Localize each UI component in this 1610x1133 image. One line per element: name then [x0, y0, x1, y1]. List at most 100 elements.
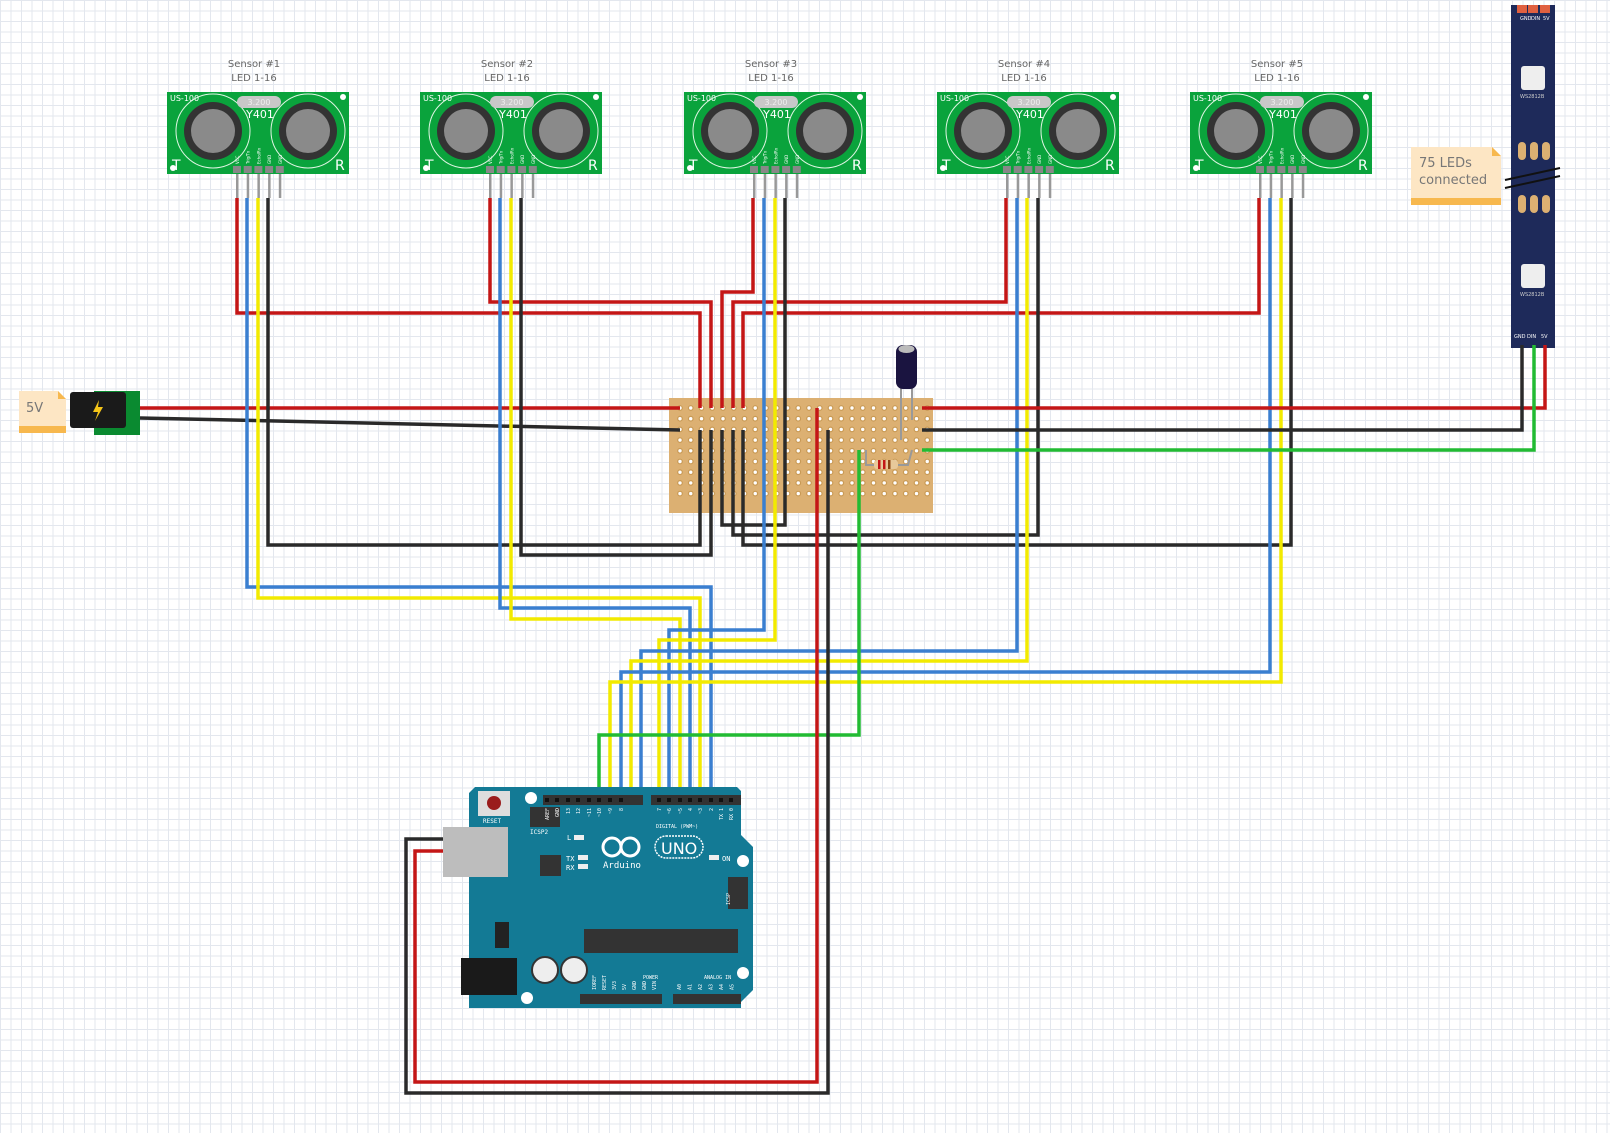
- digital-pin-label: 7: [657, 808, 663, 811]
- sensor-pin: [1027, 174, 1030, 198]
- wire-sensor3-echo[interactable]: [657, 198, 777, 798]
- led-l-label: L: [567, 834, 571, 842]
- receive-mark: R: [1358, 158, 1368, 174]
- wires: [139, 198, 1547, 1095]
- header-pin[interactable]: [667, 798, 671, 802]
- header-pin[interactable]: [597, 798, 601, 802]
- arduino-uno[interactable]: RESET ICSP2 L TX RX ON Arduino UNO DIGIT…: [443, 787, 753, 1008]
- wire-led-data[interactable]: [597, 450, 861, 798]
- perfboard-hole: [687, 469, 694, 476]
- perfboard-hole: [752, 469, 759, 476]
- perfboard-hole: [795, 405, 802, 411]
- sensor-pin: [510, 174, 513, 198]
- perfboard-hole: [838, 437, 845, 444]
- wire-sensor3-trig[interactable]: [667, 198, 766, 798]
- wire-sensor3-gnd[interactable]: [720, 198, 787, 527]
- led-pin-gnd: GND: [1520, 16, 1532, 22]
- wire-sensor1-echo[interactable]: [256, 198, 702, 798]
- header-pin[interactable]: [719, 798, 723, 802]
- header-pin[interactable]: [587, 798, 591, 802]
- header-pin[interactable]: [709, 798, 713, 802]
- header-pin[interactable]: [688, 798, 692, 802]
- led-strip[interactable]: GND DIN 5V WS2812B WS2812B GND DIN 5V: [1504, 5, 1561, 348]
- header-pin[interactable]: [566, 798, 570, 802]
- perfboard-hole: [752, 458, 759, 465]
- header-pin[interactable]: [545, 798, 549, 802]
- wire-sensor3-vcc[interactable]: [720, 198, 755, 408]
- sensor-pin: [1048, 174, 1052, 198]
- arduino-logo-icon: [601, 836, 641, 858]
- wire-sensor2-vcc[interactable]: [488, 198, 713, 408]
- header-pin[interactable]: [619, 798, 623, 802]
- header-pin[interactable]: [729, 798, 733, 802]
- perfboard-hole: [913, 405, 920, 411]
- wire-sensor4-vcc[interactable]: [731, 198, 1008, 408]
- header-pin[interactable]: [678, 798, 682, 802]
- sensor-pad: [486, 166, 494, 173]
- note-5v[interactable]: 5V: [19, 391, 66, 433]
- header-pin[interactable]: [698, 798, 702, 802]
- crystal: [754, 96, 798, 108]
- wire-arduino-gnd[interactable]: [404, 430, 830, 1095]
- perfboard-hole: [795, 469, 802, 476]
- led-pin-5v: 5V: [1541, 334, 1548, 340]
- resistor[interactable]: [865, 449, 913, 469]
- led-pin-din: DIN: [1531, 16, 1540, 22]
- wire-sensor5-echo[interactable]: [608, 198, 1283, 798]
- perfboard-hole: [687, 480, 694, 486]
- header-pin[interactable]: [657, 798, 661, 802]
- wire-sensor2-echo[interactable]: [509, 198, 682, 798]
- wire-sensor4-gnd[interactable]: [731, 198, 1040, 537]
- wire-sensor5-vcc[interactable]: [741, 198, 1261, 408]
- capacitor[interactable]: [896, 345, 917, 440]
- led-chip-label: WS2812B: [1520, 94, 1545, 100]
- sensor-subtitle: LED 1-16: [484, 73, 529, 84]
- model-label: UNO: [661, 839, 697, 858]
- perfboard-hole: [913, 426, 920, 433]
- perfboard-hole: [698, 415, 705, 422]
- power-pin-label: IOREF: [592, 975, 598, 990]
- header-pin[interactable]: [555, 798, 559, 802]
- header-pin[interactable]: [576, 798, 580, 802]
- wire-strip-5v[interactable]: [922, 345, 1547, 410]
- digital-pin-label: ~3: [698, 808, 704, 814]
- perfboard-hole: [892, 490, 898, 497]
- perfboard-hole: [870, 447, 877, 454]
- wire-sensor1-trig[interactable]: [245, 198, 713, 798]
- wire-arduino-5v[interactable]: [413, 408, 819, 1084]
- sensor-pad: [233, 166, 241, 173]
- wire-sensor2-gnd[interactable]: [519, 198, 713, 557]
- sensor-subtitle: LED 1-16: [231, 73, 276, 84]
- wire-sensor1-vcc[interactable]: [235, 198, 702, 408]
- digital-label: DIGITAL (PWM~): [656, 824, 698, 830]
- perfboard-hole: [677, 447, 683, 454]
- wire-sensor1-gnd[interactable]: [266, 198, 702, 547]
- icsp-label: ICSP: [726, 893, 732, 905]
- sensor-pin: [236, 174, 239, 198]
- sensor-pin-label: Trig/Tx: [1269, 150, 1274, 165]
- transducer-ring: [1198, 93, 1274, 169]
- wire-strip-din[interactable]: [922, 345, 1536, 452]
- digital-pin-label: 2: [709, 808, 715, 811]
- perfboard-hole: [730, 415, 737, 422]
- sensor-pad: [275, 166, 284, 173]
- crystal-label: 3.200: [765, 98, 788, 107]
- perfboard-hole: [806, 405, 812, 411]
- perfboard[interactable]: [669, 398, 933, 513]
- perfboard-hole: [838, 490, 845, 497]
- sensor-pad: [792, 166, 801, 173]
- sensor-pin-label: GND: [1301, 155, 1306, 164]
- wire-strip-gnd[interactable]: [922, 345, 1524, 432]
- transducer-ring: [175, 93, 251, 169]
- wire-sensor2-trig[interactable]: [498, 198, 692, 798]
- perfboard-hole: [827, 405, 834, 411]
- wire-gnd-in[interactable]: [139, 416, 681, 432]
- header-pin[interactable]: [608, 798, 612, 802]
- dc-power-jack[interactable]: [70, 391, 140, 435]
